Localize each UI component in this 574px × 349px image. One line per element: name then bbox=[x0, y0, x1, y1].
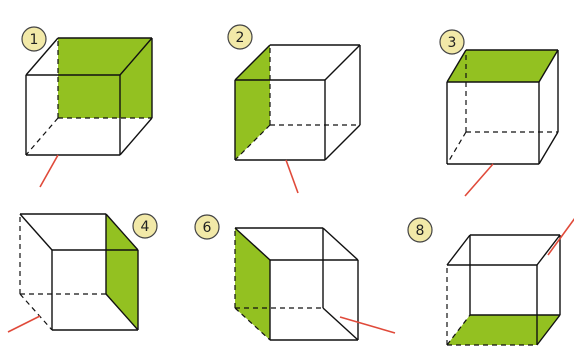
rotation-axis-line bbox=[39, 154, 59, 188]
hidden-edge bbox=[25, 117, 59, 156]
cube-edge bbox=[324, 124, 361, 161]
cube-edge bbox=[19, 213, 53, 251]
hidden-edge bbox=[234, 307, 271, 341]
cube-edge bbox=[538, 49, 559, 83]
shaded-face-right bbox=[106, 214, 138, 330]
cube-edge bbox=[536, 234, 561, 266]
cube-figure-8: 8 bbox=[407, 217, 574, 346]
figure-number-label: 2 bbox=[236, 30, 245, 46]
shaded-face-top bbox=[447, 50, 558, 82]
rotation-axis-line bbox=[464, 163, 494, 197]
figure-number-label: 4 bbox=[141, 219, 150, 235]
figures-layer: 1 2 3 4 6 8 bbox=[7, 24, 574, 346]
cube-edge bbox=[119, 37, 153, 76]
cube-figure-3: 3 bbox=[439, 29, 559, 197]
figure-number-badge bbox=[21, 26, 47, 52]
cube-edge bbox=[538, 131, 559, 165]
figure-number-badge bbox=[227, 24, 253, 50]
figure-number-badge bbox=[194, 214, 220, 240]
figure-number-badge bbox=[439, 29, 465, 55]
cube-edge bbox=[105, 293, 139, 331]
cube-figure-4: 4 bbox=[7, 213, 158, 333]
cube-edge bbox=[324, 44, 361, 81]
figure-number-label: 8 bbox=[416, 223, 425, 239]
shaded-face-bottom bbox=[447, 315, 560, 345]
hidden-edge bbox=[19, 293, 53, 331]
figure-number-badge bbox=[132, 213, 158, 239]
cube-edge bbox=[234, 44, 271, 81]
hidden-edge bbox=[446, 131, 467, 165]
rotation-axis-line bbox=[547, 218, 574, 256]
figure-number-badge bbox=[407, 217, 433, 243]
cube-edge bbox=[536, 314, 561, 346]
hidden-edge bbox=[446, 314, 471, 346]
cube-edge bbox=[446, 49, 467, 83]
cube-edge bbox=[105, 213, 139, 251]
cube-figure-6: 6 bbox=[194, 214, 396, 341]
cube-edge bbox=[322, 307, 359, 341]
cube-edge bbox=[25, 37, 59, 76]
shaded-face-left bbox=[235, 45, 270, 160]
shaded-face-left bbox=[235, 228, 270, 340]
shaded-face-back bbox=[58, 38, 152, 118]
cube-figure-1: 1 bbox=[21, 26, 153, 188]
figure-number-label: 6 bbox=[203, 220, 212, 236]
cube-edge bbox=[234, 227, 271, 261]
rotation-axis-line bbox=[285, 159, 299, 194]
cube-edge bbox=[119, 117, 153, 156]
rotation-axis-line bbox=[339, 316, 396, 334]
cube-edge bbox=[446, 234, 471, 266]
cube-figure-2: 2 bbox=[227, 24, 361, 194]
rotation-axis-line bbox=[7, 315, 41, 333]
cube-edge bbox=[322, 227, 359, 261]
figure-number-label: 1 bbox=[30, 32, 39, 48]
figure-number-label: 3 bbox=[448, 35, 457, 51]
